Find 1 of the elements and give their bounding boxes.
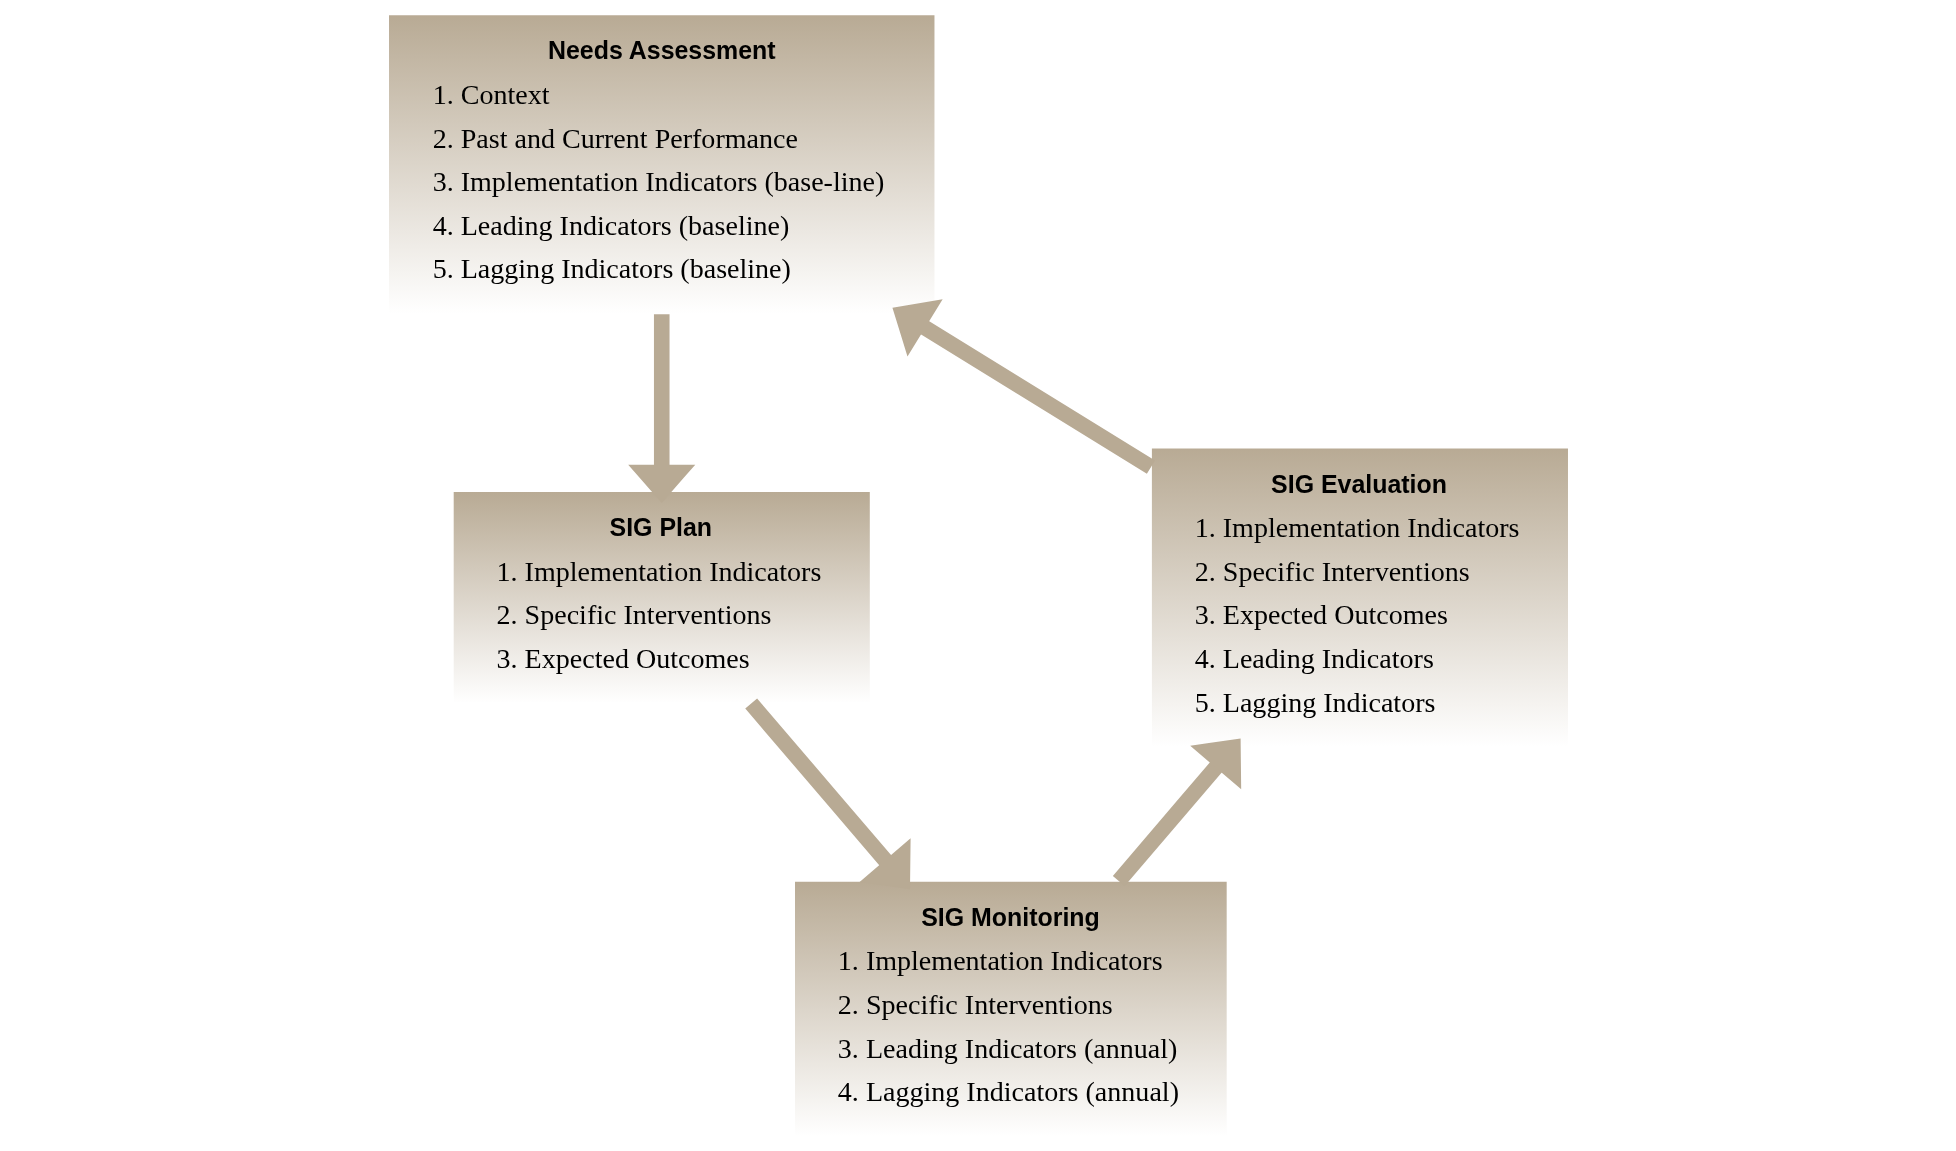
arrow bbox=[891, 299, 1155, 474]
